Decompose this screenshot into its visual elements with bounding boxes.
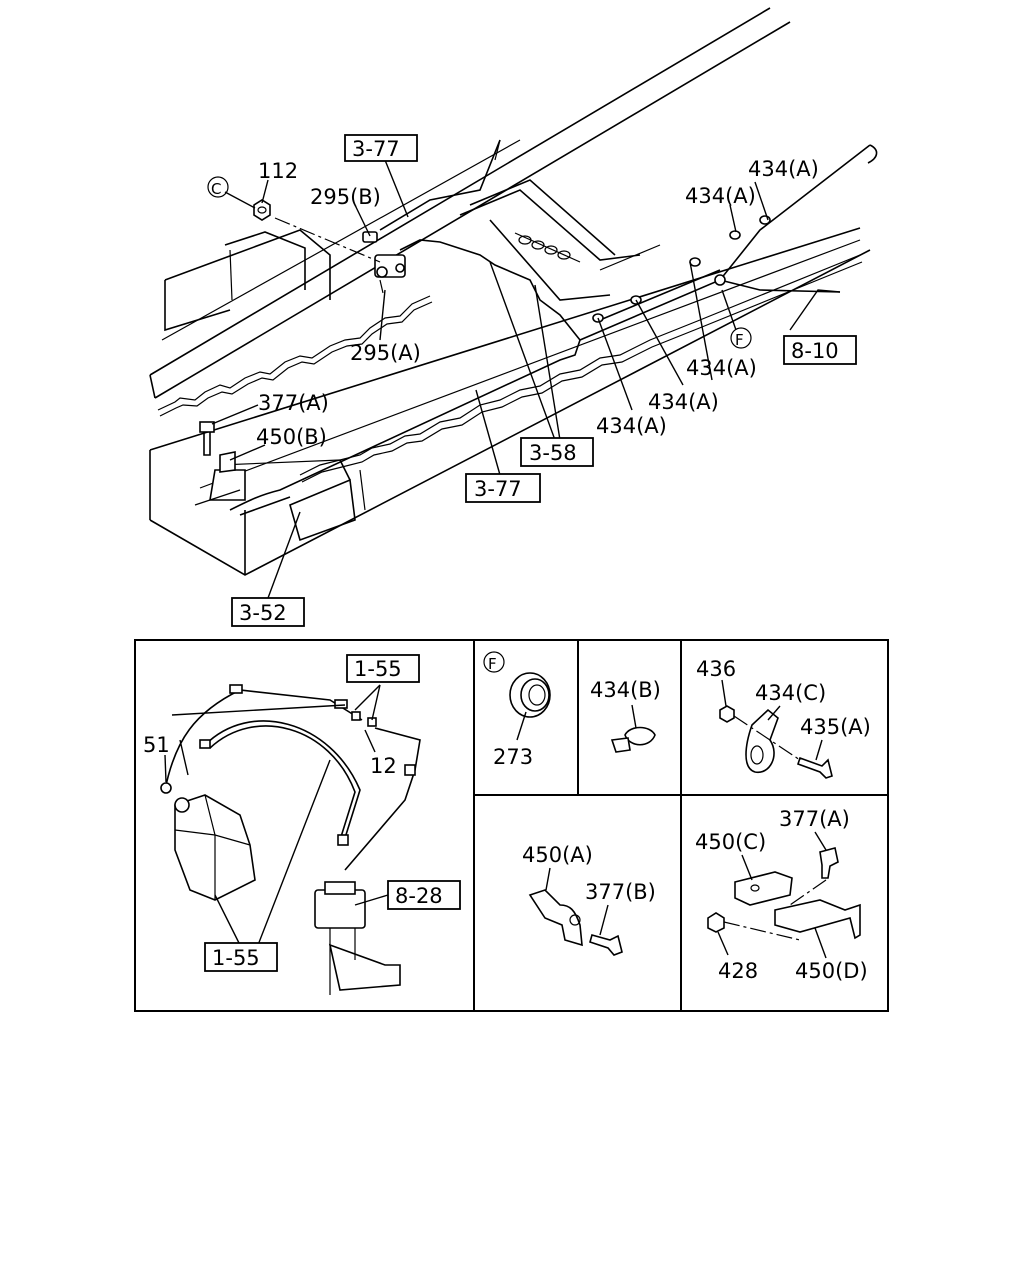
ref-box-8-10: 8-10 [783, 335, 857, 365]
panel-reservoir [160, 684, 421, 995]
panel-bracket-a: 450(A) 377(B) [522, 843, 656, 956]
panel-clip: 434(B) [590, 678, 661, 753]
label-434a-3: 434(A) [686, 356, 757, 380]
label-450a: 450(A) [522, 843, 593, 867]
p-clamp-icon [745, 708, 779, 773]
clip-group-434a [592, 215, 771, 323]
bracket-450b [194, 451, 246, 506]
ref-3-77-bottom: 3-77 [474, 477, 522, 501]
bracket-450d-icon [774, 899, 861, 940]
label-377a: 377(A) [258, 391, 329, 415]
hose-fitting [229, 684, 243, 694]
label-436: 436 [696, 657, 736, 681]
bolt-icon [199, 421, 215, 456]
nut-icon [719, 705, 735, 723]
hose-fitting [199, 739, 211, 749]
circle-f-marker: F [730, 327, 752, 349]
grommet-icon [509, 672, 551, 718]
nut-icon [707, 912, 725, 933]
label-435a: 435(A) [800, 715, 871, 739]
ref-3-52: 3-52 [239, 601, 287, 625]
label-377a-detail: 377(A) [779, 807, 850, 831]
bolt-icon [819, 847, 839, 879]
ref-box-3-77-top: 3-77 [344, 134, 418, 162]
circle-f-letter: F [735, 331, 744, 349]
label-12: 12 [370, 754, 397, 778]
bolt-icon [796, 756, 833, 779]
ref-8-10: 8-10 [791, 339, 839, 363]
ref-box-1-55-bottom: 1-55 [204, 942, 278, 972]
label-112: 112 [258, 159, 298, 183]
panel-bracket-cd: 450(C) 377(A) 428 450(D) [695, 807, 868, 983]
bracket-450a-icon [528, 889, 583, 947]
panel-grommet: F 273 [483, 651, 551, 769]
bracket-450c-icon [734, 871, 793, 906]
reservoir-tank [174, 794, 256, 901]
label-273: 273 [493, 745, 533, 769]
label-377b: 377(B) [585, 880, 656, 904]
nut-icon [253, 199, 271, 221]
hose-fitting [334, 699, 348, 709]
ref-box-8-28: 8-28 [387, 880, 461, 910]
circle-c-marker: C [207, 176, 229, 198]
label-450d: 450(D) [795, 959, 868, 983]
label-51: 51 [143, 733, 170, 757]
bolt-icon [589, 934, 623, 956]
hose-clamp [160, 782, 172, 794]
ref-3-77-top: 3-77 [352, 137, 400, 161]
hose-fitting [404, 764, 416, 776]
ref-box-3-77-bottom: 3-77 [465, 473, 541, 503]
vehicle-frame-illustration [149, 7, 878, 576]
pipe-clip [362, 231, 378, 243]
circle-c-letter: C [211, 180, 221, 198]
hose-fitting [351, 711, 361, 721]
ref-3-58: 3-58 [529, 441, 577, 465]
proportioning-valve [374, 254, 406, 294]
label-295a: 295(A) [350, 341, 421, 365]
label-434a-4: 434(A) [648, 390, 719, 414]
leader-lines [211, 159, 841, 599]
label-434c: 434(C) [755, 681, 826, 705]
label-434a-2: 434(A) [685, 184, 756, 208]
ref-box-1-55-top: 1-55 [346, 654, 420, 683]
label-428: 428 [718, 959, 758, 983]
pipe-clip-icon [610, 726, 656, 753]
detail-panels-frame [134, 639, 889, 1012]
ref-box-3-58: 3-58 [520, 437, 594, 467]
ref-8-28: 8-28 [395, 884, 443, 908]
label-450c: 450(C) [695, 830, 766, 854]
label-434b: 434(B) [590, 678, 661, 702]
ref-1-55-bottom: 1-55 [212, 946, 260, 970]
solenoid-valve-unit [314, 881, 401, 995]
ref-1-55-top: 1-55 [354, 657, 402, 681]
panel-clamp: 436 434(C) 435(A) [696, 657, 871, 779]
label-450b: 450(B) [256, 425, 327, 449]
ref-box-3-52: 3-52 [231, 597, 305, 627]
label-434a-1: 434(A) [748, 157, 819, 181]
label-295b: 295(B) [310, 185, 381, 209]
label-434a-5: 434(A) [596, 414, 667, 438]
circle-f-detail: F [488, 655, 497, 673]
hose-fitting [337, 834, 349, 846]
